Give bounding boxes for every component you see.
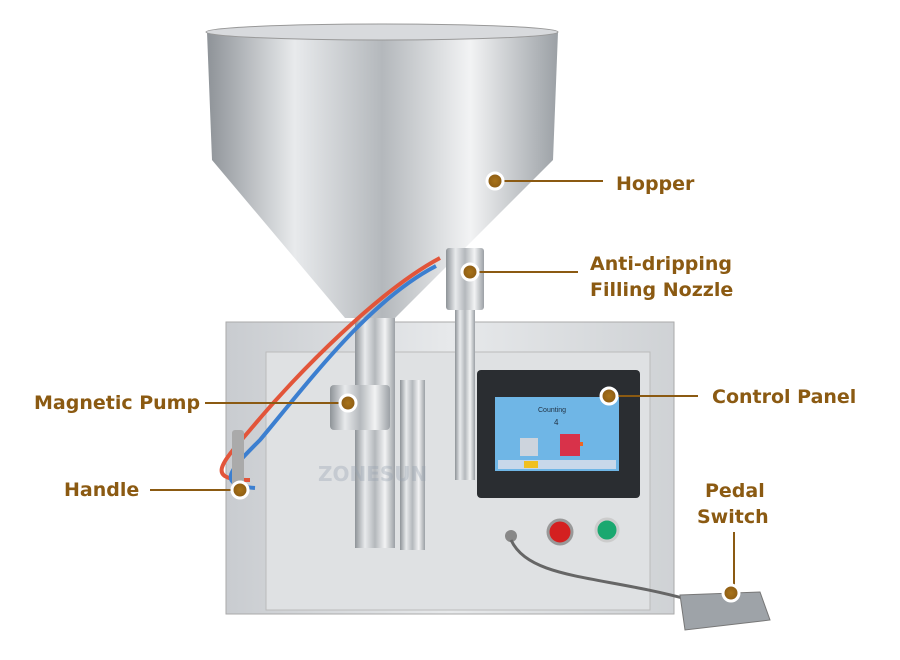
label-magnetic-pump: Magnetic Pump (34, 392, 201, 414)
hopper-marker (485, 171, 505, 191)
air-hose (219, 256, 441, 482)
control-panel-marker (599, 386, 619, 406)
marker-dots (230, 171, 741, 603)
label-handle: Handle (64, 479, 140, 501)
stop-button (546, 518, 574, 546)
screen-counting-label: Counting (538, 407, 567, 414)
start-button (594, 517, 620, 543)
handle-marker (230, 480, 250, 500)
screen-counting-value: 4 (554, 418, 559, 427)
pedal-marker (721, 583, 741, 603)
label-control-panel: Control Panel (712, 386, 857, 408)
watermark: ZONESUN (318, 462, 428, 486)
label-hopper: Hopper (616, 173, 695, 195)
hopper (207, 32, 558, 318)
label-pedal-line2: Switch (697, 506, 769, 528)
pump-marker (338, 393, 358, 413)
label-pedal-line1: Pedal (705, 480, 765, 502)
magnetic-pump (355, 318, 395, 548)
handle (232, 430, 244, 490)
label-nozzle-line1: Anti-dripping (590, 253, 733, 275)
nozzle-marker (460, 262, 480, 282)
label-nozzle-line2: Filling Nozzle (590, 279, 734, 301)
